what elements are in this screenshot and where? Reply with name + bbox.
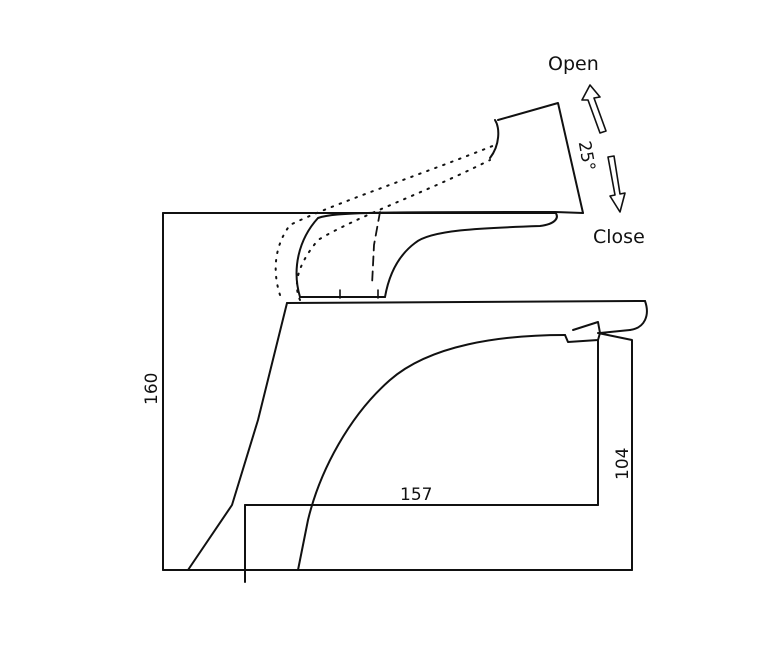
spout-height-dimension [597,332,633,571]
height-dimension-frame [162,212,633,571]
close-label: Close [593,226,645,248]
open-arrow-icon [581,84,607,134]
angle-label: 25° [574,140,599,173]
lever-open-outline [274,102,584,301]
spout-reach-label: 157 [400,485,432,505]
lever-handle [295,211,558,299]
spout-reach-dimension [244,339,599,583]
spout-height-label: 104 [613,448,633,480]
faucet-body [187,300,648,571]
close-arrow-icon [607,155,626,213]
open-label: Open [548,53,599,75]
height-total-label: 160 [142,373,162,405]
